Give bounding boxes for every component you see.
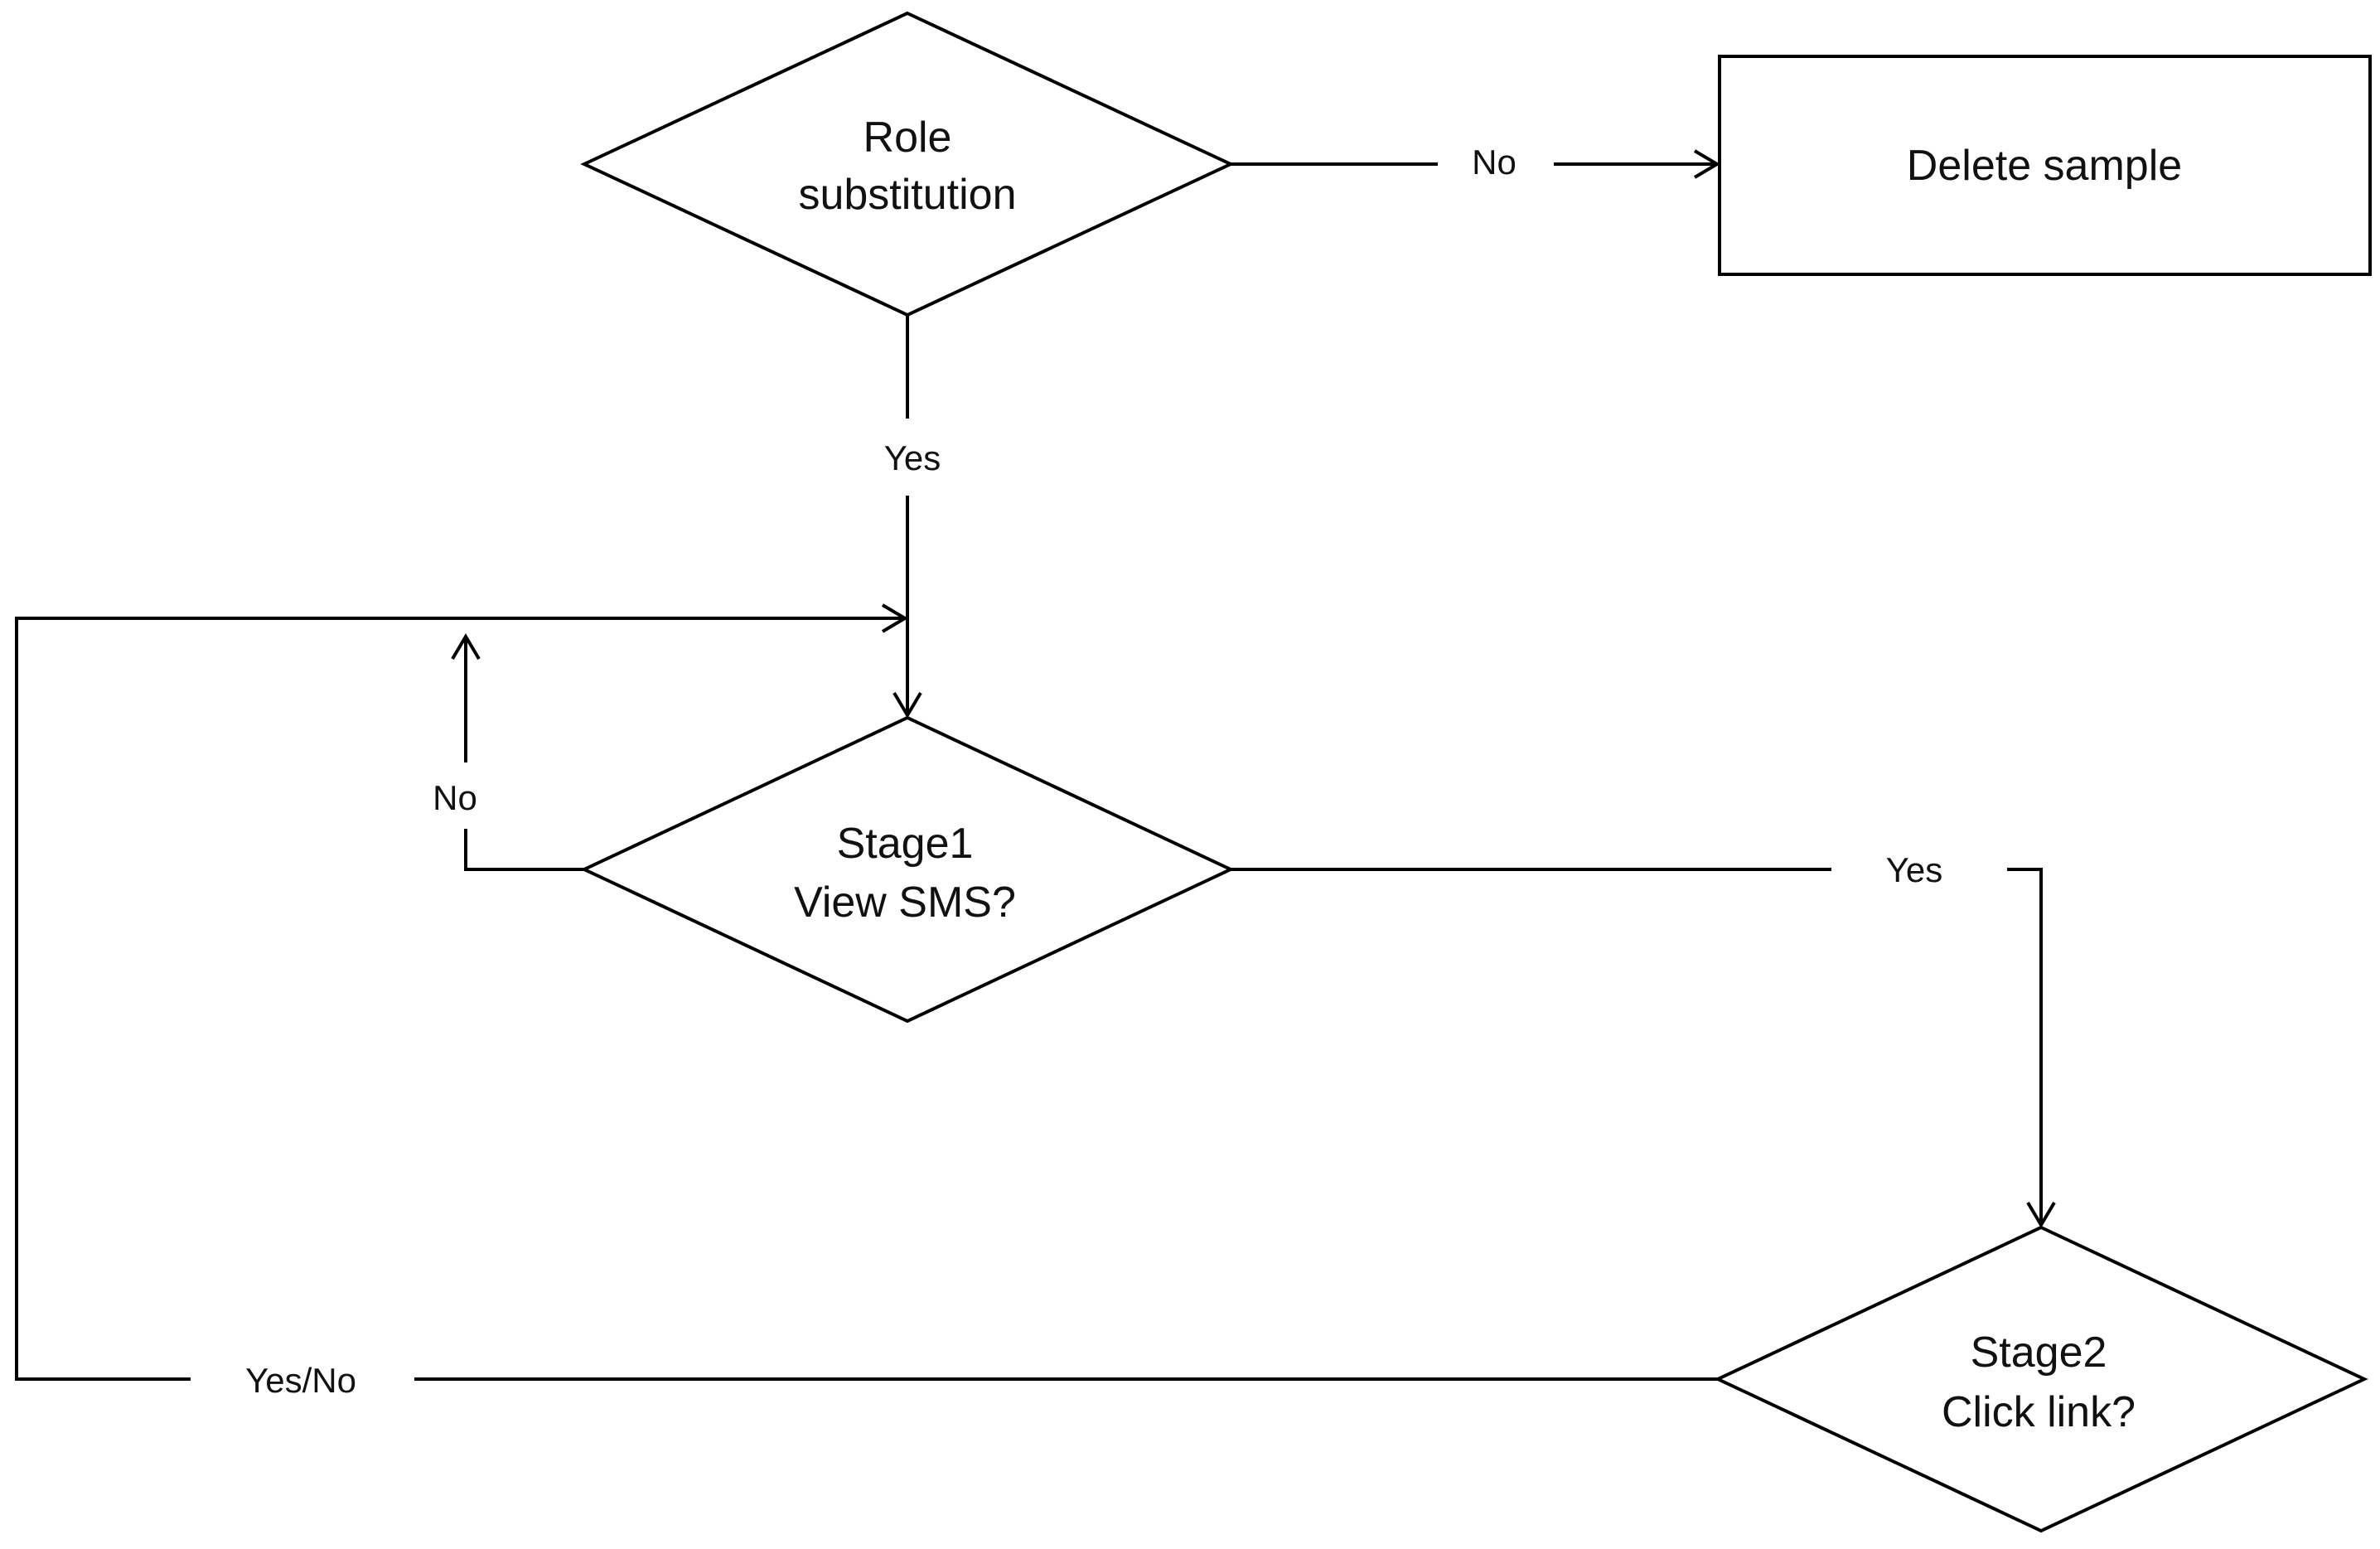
edge-stage1-no-label: No: [433, 778, 477, 817]
delete-sample-label: Delete sample: [1907, 142, 2182, 190]
edge-role-no-arrowhead: [1693, 149, 1720, 179]
edge-stage1-no-line-a: [464, 829, 584, 871]
role-substitution-line1: Role: [863, 114, 952, 162]
stage1-decision: [580, 715, 1235, 1024]
edge-stage2-arrowhead: [881, 603, 908, 633]
role-substitution-line2: substitution: [798, 171, 1016, 219]
stage2-line1: Stage2: [1971, 1329, 2107, 1377]
edge-stage1-yes-line-b: [2007, 868, 2043, 1225]
edge-role-yes-arrowhead: [892, 691, 922, 719]
delete-sample-box: [1718, 55, 2372, 276]
stage2-line2: Click link?: [1942, 1388, 2136, 1436]
edge-stage1-yes-arrowhead: [2026, 1201, 2056, 1228]
edge-stage2-line-b: [15, 617, 905, 1381]
role-substitution-decision: [580, 11, 1235, 317]
edge-stage1-no-arrowhead: [451, 633, 481, 661]
stage1-line2: View SMS?: [794, 879, 1016, 927]
edge-stage1-yes-label: Yes: [1886, 850, 1943, 889]
stage1-line1: Stage1: [837, 820, 974, 868]
edge-role-yes-label: Yes: [884, 438, 941, 477]
stage2-decision: [1714, 1225, 2368, 1533]
edge-role-no-label: No: [1472, 143, 1517, 182]
edge-stage2-label: Yes/No: [245, 1361, 356, 1400]
